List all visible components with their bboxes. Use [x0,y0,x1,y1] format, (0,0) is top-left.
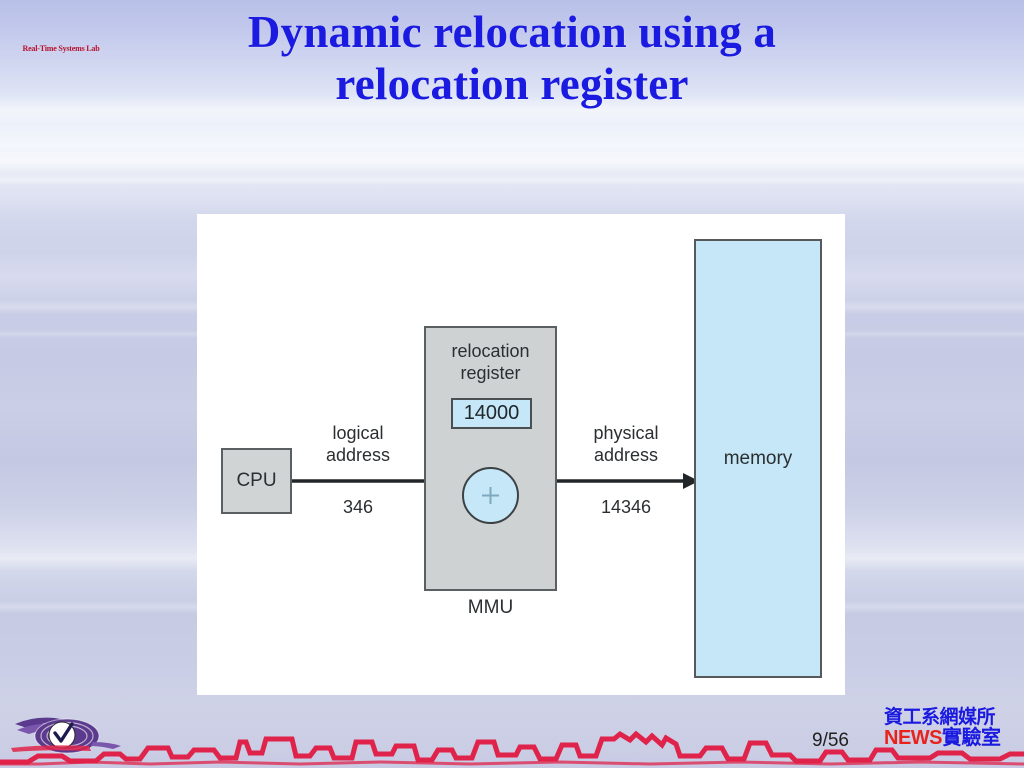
mmu-label: MMU [467,597,514,618]
adder-circle [462,467,519,524]
physical-address-label: physical address [557,422,695,466]
relocation-register-line-2: register [460,363,521,384]
cloud-streak [0,175,1024,185]
slide-title-line-1: Dynamic relocation using a [247,7,777,57]
skyline-decoration [0,730,1024,766]
slide-title-line-2: relocation register [335,59,689,110]
slide-title: Dynamic relocation using a relocation re… [0,6,1024,110]
lab-name: NEWS實驗室 [884,726,1024,749]
physical-address-line-1: physical [593,423,659,443]
cpu-label: CPU [236,470,277,491]
relocation-register-line-1: relocation [451,341,530,361]
logical-address-line-2: address [325,445,391,466]
logical-address-label: logical address [292,422,424,466]
cloud-streak [0,150,1024,172]
department-name: 資工系網媒所 [884,707,996,728]
relocation-register-value: 14000 [451,398,532,429]
logo-text: Real-Time Systems Lab [22,44,100,53]
physical-address-line-2: address [593,445,659,466]
memory-label: memory [723,447,793,469]
physical-address-value: 14346 [600,497,652,517]
mmu-box: relocation register 14000 [424,326,557,591]
real-time-systems-lab-logo [11,717,121,754]
plus-icon [482,487,499,504]
memory-box: memory [694,239,822,678]
footer-lab-block: 資工系網媒所 NEWS實驗室 [884,708,1024,749]
figure-panel: CPU logical address 346 relocation regis… [197,214,845,695]
cpu-box: CPU [221,448,292,514]
logical-address-line-1: logical [332,423,384,443]
lab-name-news: NEWS [884,726,943,749]
page-number: 9/56 [812,730,849,751]
logical-address-value: 346 [342,497,374,517]
lab-name-cn: 實驗室 [942,726,1001,749]
relocation-register-label: relocation register [426,340,555,384]
